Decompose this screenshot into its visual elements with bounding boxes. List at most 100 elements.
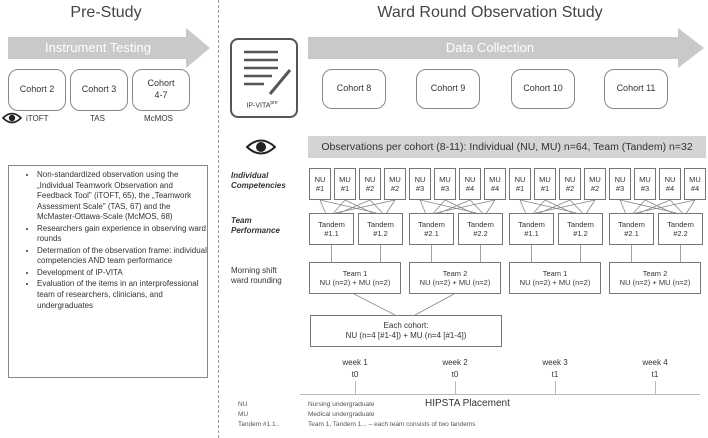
connector-line bbox=[344, 199, 373, 214]
note-item: Non-standardized observation using the „… bbox=[37, 170, 207, 223]
individual-box: NU #2 bbox=[559, 168, 581, 200]
document-lines-icon bbox=[244, 50, 292, 95]
cohort-4-7: Cohort 4-7 bbox=[132, 69, 190, 111]
connector-line bbox=[339, 199, 371, 214]
note-item: Evaluation of the items in an interprofe… bbox=[37, 279, 207, 311]
label-team-performance: Team Performance bbox=[231, 216, 280, 236]
team-box: Team 1 NU (n=2) + MU (n=2) bbox=[309, 262, 401, 294]
connector-line bbox=[319, 199, 377, 214]
week-label: week 2 bbox=[442, 358, 468, 367]
individual-box: NU #2 bbox=[359, 168, 381, 200]
individual-box: MU #3 bbox=[434, 168, 456, 200]
connector-line bbox=[414, 293, 455, 316]
legend-text-tandem: Team 1, Tandem 1... – each team consists… bbox=[308, 421, 476, 428]
connector-line bbox=[486, 199, 496, 214]
individual-box: MU #1 bbox=[334, 168, 356, 200]
connector-line bbox=[535, 199, 596, 214]
eye-icon bbox=[2, 112, 22, 124]
connector-line bbox=[435, 199, 496, 214]
main-study-title: Ward Round Observation Study bbox=[377, 4, 603, 21]
individual-box: MU #1 bbox=[534, 168, 556, 200]
connector-line bbox=[539, 199, 571, 214]
individual-box: MU #3 bbox=[634, 168, 656, 200]
connector-line bbox=[386, 199, 396, 214]
instrument-testing-label: Instrument Testing bbox=[45, 40, 151, 55]
each-cohort-box: Each cohort: NU (n=4 [#1-4]) + MU (n=4 [… bbox=[310, 315, 502, 347]
timeline-tick bbox=[655, 381, 656, 394]
instrument-itoft: iTOFT bbox=[26, 114, 49, 123]
tandem-box: Tandem #1.1 bbox=[309, 213, 354, 245]
legend-abbr-mu: MU bbox=[238, 411, 249, 418]
connector-line bbox=[686, 199, 696, 214]
connector-line bbox=[633, 199, 646, 214]
team-box: Team 1 NU (n=2) + MU (n=2) bbox=[509, 262, 601, 294]
cohort-2: Cohort 2 bbox=[8, 69, 66, 111]
tandem-box: Tandem #1.1 bbox=[509, 213, 554, 245]
data-collection-arrow bbox=[308, 28, 704, 68]
timeline-tick bbox=[355, 381, 356, 394]
label-morning-shift: Morning shift ward rounding bbox=[231, 266, 282, 286]
tandem-box: Tandem #1.2 bbox=[358, 213, 403, 245]
cohort-10: Cohort 10 bbox=[511, 69, 575, 109]
instrument-tas: TAS bbox=[90, 114, 105, 123]
ip-vita-label: IP-VITA bbox=[246, 102, 271, 110]
connector-line bbox=[533, 199, 546, 214]
instrument-testing-arrow bbox=[8, 28, 210, 68]
section-divider bbox=[218, 0, 219, 438]
team-box: Team 2 NU (n=2) + MU (n=2) bbox=[609, 262, 701, 294]
connector-line bbox=[586, 199, 596, 214]
placement-label: HIPSTA Placement bbox=[425, 398, 510, 409]
individual-box: NU #3 bbox=[609, 168, 631, 200]
connector-line bbox=[433, 199, 446, 214]
ip-vita-superscript: pre bbox=[270, 100, 278, 106]
connector-line bbox=[319, 199, 326, 214]
individual-box: MU #2 bbox=[584, 168, 606, 200]
individual-box: MU #4 bbox=[684, 168, 706, 200]
connector-line bbox=[444, 199, 473, 214]
timepoint-label: t1 bbox=[551, 370, 559, 379]
individual-box: NU #1 bbox=[309, 168, 331, 200]
connector-line bbox=[644, 199, 673, 214]
tandem-box: Tandem #2.1 bbox=[409, 213, 454, 245]
timepoint-label: t1 bbox=[651, 370, 659, 379]
connector-line bbox=[569, 199, 583, 214]
cohort-8: Cohort 8 bbox=[322, 69, 386, 109]
pre-study-notes: Non-standardized observation using the „… bbox=[8, 165, 208, 378]
tandem-box: Tandem #1.2 bbox=[558, 213, 603, 245]
cohort-9: Cohort 9 bbox=[416, 69, 480, 109]
connector-line bbox=[619, 199, 677, 214]
note-item: Determation of the observation frame: in… bbox=[37, 246, 207, 267]
team-box: Team 2 NU (n=2) + MU (n=2) bbox=[409, 262, 501, 294]
connector-line bbox=[544, 199, 573, 214]
connector-line bbox=[469, 199, 483, 214]
timeline-tick bbox=[555, 381, 556, 394]
connector-line bbox=[519, 199, 526, 214]
individual-box: NU #3 bbox=[409, 168, 431, 200]
legend-abbr-nu: NU bbox=[238, 401, 248, 408]
label-individual-competencies: Individual Competencies bbox=[231, 171, 286, 191]
week-label: week 1 bbox=[342, 358, 368, 367]
connector-line bbox=[419, 199, 426, 214]
individual-box: NU #1 bbox=[509, 168, 531, 200]
connector-line bbox=[639, 199, 671, 214]
legend-abbr-tandem: Tandem #1.1.. bbox=[238, 421, 280, 428]
individual-box: NU #4 bbox=[659, 168, 681, 200]
ip-vita-document-icon: IP-VITApre bbox=[230, 38, 298, 118]
legend-text-mu: Medical undergraduate bbox=[308, 411, 375, 418]
observations-banner: Observations per cohort (8-11): Individu… bbox=[308, 136, 706, 158]
timeline-axis bbox=[300, 394, 700, 395]
tandem-box: Tandem #2.2 bbox=[458, 213, 503, 245]
connector-line bbox=[635, 199, 696, 214]
individual-box: NU #4 bbox=[459, 168, 481, 200]
timepoint-label: t0 bbox=[351, 370, 359, 379]
week-label: week 4 bbox=[642, 358, 668, 367]
individual-box: MU #2 bbox=[384, 168, 406, 200]
connector-line bbox=[439, 199, 471, 214]
connector-line bbox=[419, 199, 477, 214]
note-item: Development of IP-VITA bbox=[37, 268, 207, 279]
connector-line bbox=[333, 199, 346, 214]
tandem-box: Tandem #2.1 bbox=[609, 213, 654, 245]
timeline-tick bbox=[455, 381, 456, 394]
pre-study-title: Pre-Study bbox=[70, 4, 142, 21]
instrument-mcmos: McMOS bbox=[144, 114, 173, 123]
